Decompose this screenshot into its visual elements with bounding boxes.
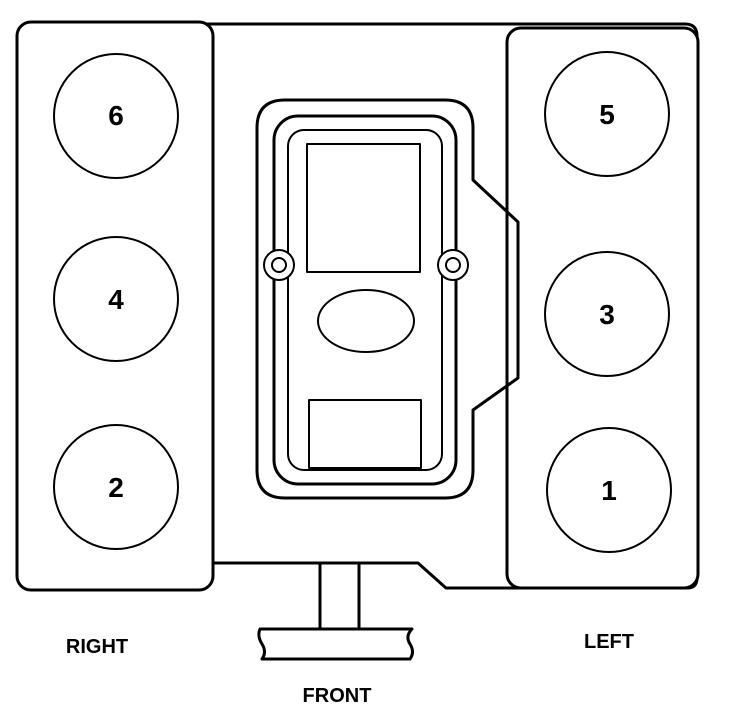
gasket-inner	[287, 129, 443, 471]
cylinder-2-label: 2	[108, 472, 124, 503]
cylinder-2	[53, 424, 179, 550]
mounting-boss-left	[263, 249, 295, 281]
cylinder-4-label: 4	[108, 284, 124, 315]
intake-flange	[255, 98, 520, 500]
cylinder-5	[544, 51, 670, 177]
mounting-hole-right	[445, 257, 461, 273]
left-bank-label: LEFT	[584, 631, 634, 653]
mounting-boss-right	[437, 249, 469, 281]
upper-port	[306, 143, 421, 273]
cylinder-3	[544, 251, 670, 377]
pulley	[257, 627, 414, 661]
cylinder-4	[53, 236, 179, 362]
cylinder-6-label: 6	[108, 100, 124, 131]
cylinder-1	[546, 427, 672, 553]
mounting-hole-left	[271, 257, 287, 273]
center-bore	[317, 289, 415, 353]
cylinder-3-label: 3	[599, 299, 615, 330]
lower-port	[308, 399, 422, 469]
crankshaft-pulley	[257, 561, 414, 661]
front-label: FRONT	[303, 685, 372, 707]
cylinder-6	[53, 53, 179, 179]
right-bank-label: RIGHT	[66, 636, 128, 658]
gasket-outer	[272, 114, 458, 486]
cylinder-5-label: 5	[599, 99, 615, 130]
cylinder-1-label: 1	[601, 475, 617, 506]
left-cylinder-bank	[505, 26, 700, 590]
flange-outline	[255, 98, 520, 500]
